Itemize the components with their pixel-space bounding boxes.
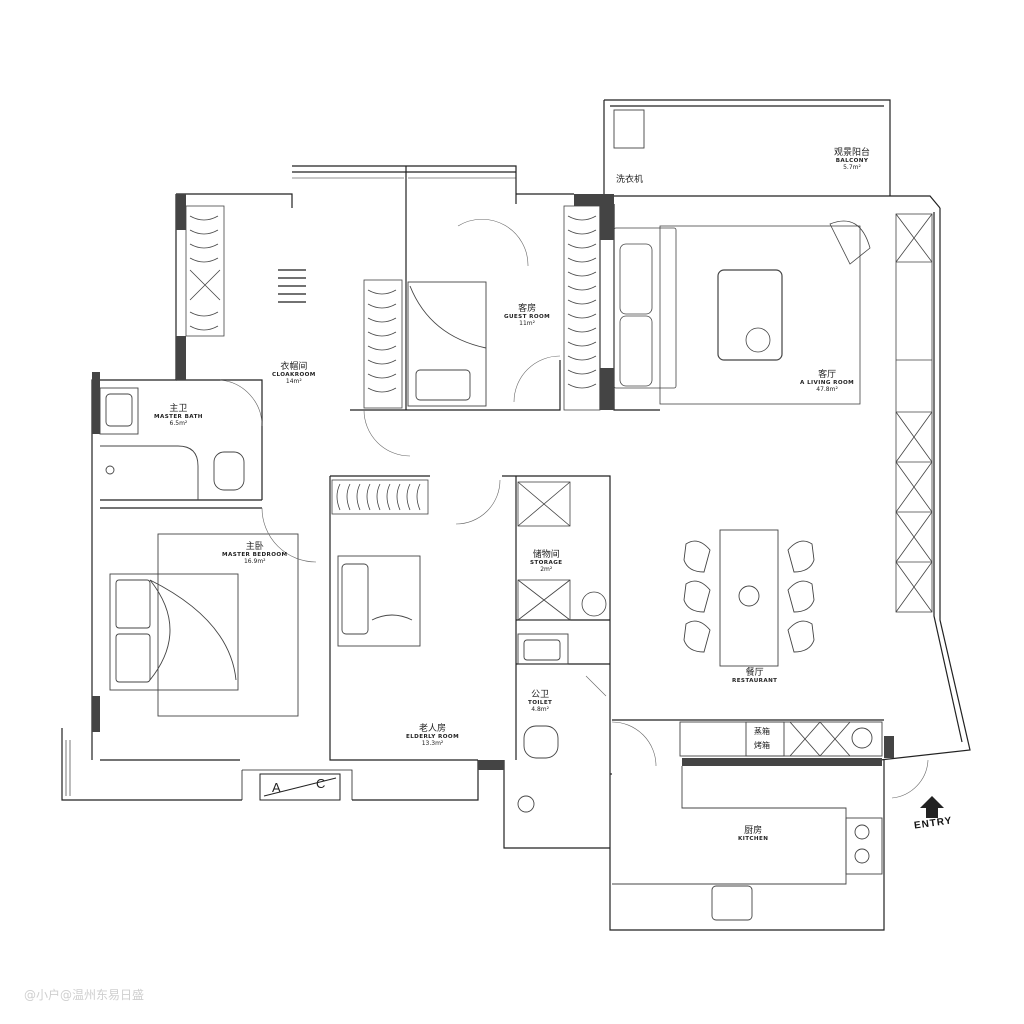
room-label-storage: 储物间 STORAGE 2m² [530,550,562,574]
room-label-elderly: 老人房 ELDERLY ROOM 13.3m² [406,724,459,748]
gate-c-label: C [316,776,326,791]
oven-label: 烤箱 [754,741,770,750]
room-area: 6.5m² [169,419,188,427]
room-area: 14m² [285,377,302,385]
room-en: CLOAKROOM [272,372,316,379]
room-en: A LIVING ROOM [800,380,855,387]
room-zh: 厨房 [744,826,763,836]
room-zh: 衣帽间 [280,362,308,372]
room-en: MASTER BATH [154,414,203,421]
room-area: 2m² [540,565,553,573]
room-en: STORAGE [530,560,563,567]
wall-south-elderly [352,760,479,801]
wall-top-windows [292,165,517,204]
room-zh: 老人房 [419,724,447,734]
room-zh: 公卫 [531,690,550,700]
room-en: MASTER BEDROOM [222,552,288,559]
wall-east [879,208,971,761]
wall-west [91,194,177,760]
wall-kitchen [609,720,885,931]
room-en: RESTAURANT [732,678,778,685]
room-zh: 客厅 [818,370,837,380]
room-label-restaurant: 餐厅 RESTAURANT [732,668,777,685]
room-zh: 观景阳台 [834,148,871,158]
room-label-cloakroom: 衣帽间 CLOAKROOM 14m² [272,362,316,386]
wall-elderly-west [329,476,478,761]
room-zh: 客房 [518,304,537,314]
room-zh: 主卫 [169,404,188,414]
room-area: 47.8m² [816,385,838,393]
wall-cloak-south [176,379,263,500]
room-label-masterbed: 主卧 MASTER BEDROOM 16.9m² [222,542,288,566]
room-area: 4.8m² [531,705,550,713]
wall-cloak-top [176,193,293,208]
room-area: 11m² [519,319,536,327]
room-label-kitchen: 厨房 KITCHEN [738,826,768,843]
room-en: GUEST ROOM [504,314,551,321]
watermark: @小户@温州东易日盛 [24,988,145,1002]
room-zh: 主卧 [245,542,264,552]
room-label-living: 客厅 A LIVING ROOM 47.8m² [800,370,854,394]
room-area: 5.7m² [843,163,861,171]
room-zh: 餐厅 [745,668,764,678]
steam-oven-label: 蒸箱 [754,727,770,736]
room-area: 13.3m² [421,739,444,747]
room-en: ELDERLY ROOM [406,734,460,741]
room-en: KITCHEN [738,836,769,843]
wall-guest-south [350,360,561,411]
wall-southwest-bay [61,728,242,801]
room-label-masterbath: 主卫 MASTER BATH 6.5m² [154,404,203,428]
room-en: BALCONY [835,158,869,165]
room-en: TOILET [528,700,553,707]
washer-label: 洗衣机 [616,175,644,185]
gate-a-label: A [272,780,281,795]
wall-toilet-south [503,760,610,849]
room-label-guest: 客房 GUEST ROOM 11m² [504,304,550,328]
balcony-outline [604,99,891,196]
room-label-toilet: 公卫 TOILET 4.8m² [528,690,552,714]
room-label-balcony: 观景阳台 BALCONY 5.7m² [834,148,870,172]
room-zh: 储物间 [532,550,560,560]
wall-living-top [610,195,941,209]
room-area: 16.9m² [243,557,266,565]
wall-storage-east [502,475,611,720]
